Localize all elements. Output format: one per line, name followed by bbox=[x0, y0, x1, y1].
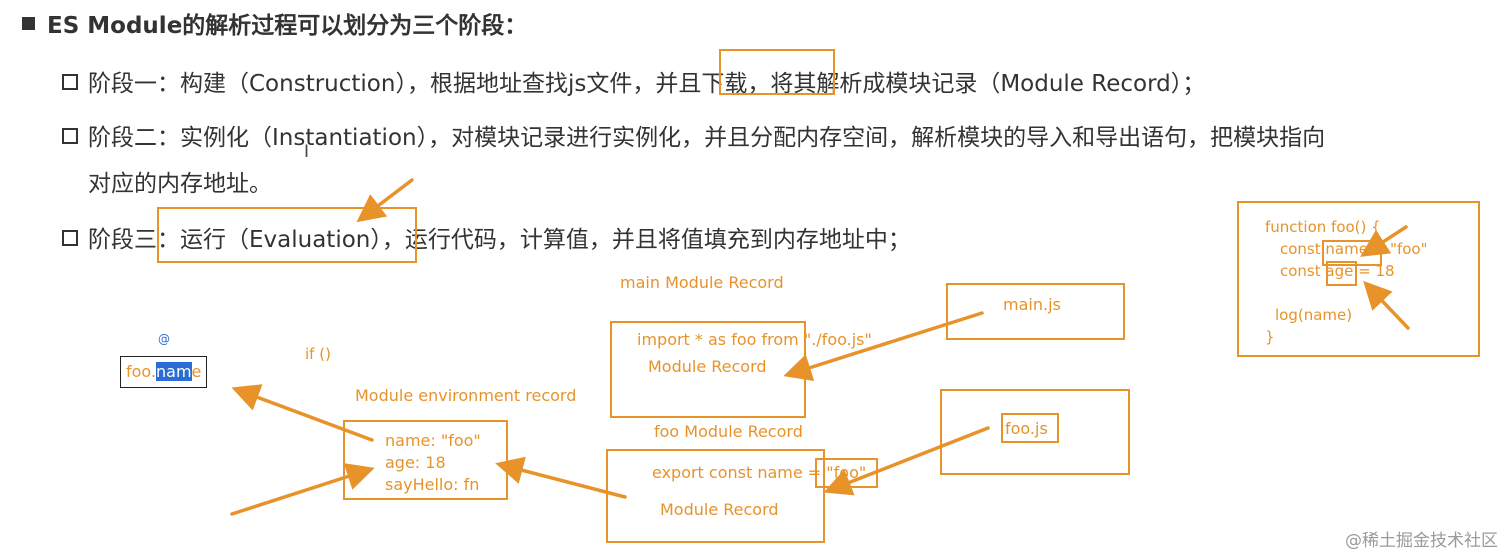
main-js-box bbox=[946, 283, 1125, 340]
env-line-sayhello: sayHello: fn bbox=[385, 475, 480, 494]
checkbox-bullet-icon bbox=[62, 74, 78, 90]
foo-module-record-box bbox=[606, 449, 825, 543]
highlight-box-download bbox=[719, 49, 835, 95]
func-line-3: const age = 18 bbox=[1280, 262, 1395, 280]
spiral-cursor-icon: @ bbox=[158, 332, 170, 346]
checkbox-bullet-icon bbox=[62, 128, 78, 144]
arrow-to-evaluation bbox=[356, 178, 414, 223]
main-js-label: main.js bbox=[1003, 295, 1061, 314]
stage-2-line-2: 对应的内存地址。 bbox=[88, 171, 272, 197]
main-import-statement: import * as foo from "./foo.js" bbox=[637, 330, 872, 349]
foo-name-pre: foo. bbox=[126, 362, 157, 381]
arrow-to-func-name bbox=[1360, 225, 1408, 257]
watermark: @稀土掘金技术社区 bbox=[1345, 531, 1498, 551]
arrow-main-js-to-record bbox=[783, 311, 984, 381]
func-line-1: function foo() { bbox=[1265, 218, 1381, 236]
stage-1: 阶段一：构建（Construction），根据地址查找js文件，并且下载，将其解… bbox=[62, 64, 1205, 98]
stage-2-line-1: 阶段二：实例化（Instantiation），对模块记录进行实例化，并且分配内存… bbox=[88, 125, 1326, 151]
stage-2: 阶段二：实例化（Instantiation），对模块记录进行实例化，并且分配内存… bbox=[62, 118, 1325, 152]
arrow-env-to-foo-name bbox=[231, 384, 374, 442]
func-line-5: } bbox=[1265, 328, 1275, 346]
main-module-record-label: Module Record bbox=[648, 357, 767, 376]
foo-js-file-box bbox=[940, 389, 1130, 475]
page-heading: ES Module的解析过程可以划分为三个阶段： bbox=[22, 6, 527, 40]
square-bullet-icon bbox=[22, 17, 35, 30]
foo-module-record-title: foo Module Record bbox=[654, 422, 803, 441]
stage-1-highlight: 并且下载 bbox=[655, 71, 748, 97]
env-line-name: name: "foo" bbox=[385, 431, 481, 450]
stage-1-post: ，将其解析成模块记录（Module Record）； bbox=[747, 71, 1206, 97]
foo-name-post: e bbox=[191, 362, 202, 381]
arrow-record-to-env bbox=[495, 456, 627, 499]
stage-3-post: ，运行代码，计算值，并且将值填充到内存地址中； bbox=[381, 227, 911, 253]
foo-export-pre: export const name = bbox=[652, 463, 827, 482]
foo-name-selection: nam bbox=[156, 362, 192, 381]
arrow-foo-js-to-export bbox=[823, 426, 990, 496]
foo-name-expression: foo.name bbox=[120, 356, 207, 388]
heading-text: ES Module的解析过程可以划分为三个阶段： bbox=[47, 13, 528, 39]
stage-3-pre: 阶段三： bbox=[88, 227, 180, 253]
main-module-record-title: main Module Record bbox=[620, 273, 784, 292]
highlight-box-evaluation bbox=[157, 207, 417, 263]
arrow-into-env bbox=[230, 463, 375, 516]
function-code-box bbox=[1237, 201, 1480, 357]
foo-module-record-label: Module Record bbox=[660, 500, 779, 519]
func-age-highlight-box bbox=[1326, 261, 1357, 286]
stage-3: 阶段三：运行（Evaluation），运行代码，计算值，并且将值填充到内存地址中… bbox=[62, 220, 911, 254]
func-line-4: log(name) bbox=[1275, 306, 1353, 324]
foo-js-label-box bbox=[1001, 413, 1059, 443]
env-record-title: Module environment record bbox=[355, 386, 577, 405]
text-cursor-icon: I bbox=[304, 142, 310, 162]
arrow-to-func-age bbox=[1363, 280, 1410, 330]
env-line-age: age: 18 bbox=[385, 453, 446, 472]
stage-3-highlight: 运行（Evaluation） bbox=[180, 227, 382, 253]
foo-js-label: foo.js bbox=[1005, 419, 1048, 438]
if-text: if () bbox=[305, 345, 331, 363]
stage-1-pre: 阶段一：构建（Construction），根据地址查找js文件， bbox=[88, 71, 656, 97]
checkbox-bullet-icon bbox=[62, 230, 78, 246]
